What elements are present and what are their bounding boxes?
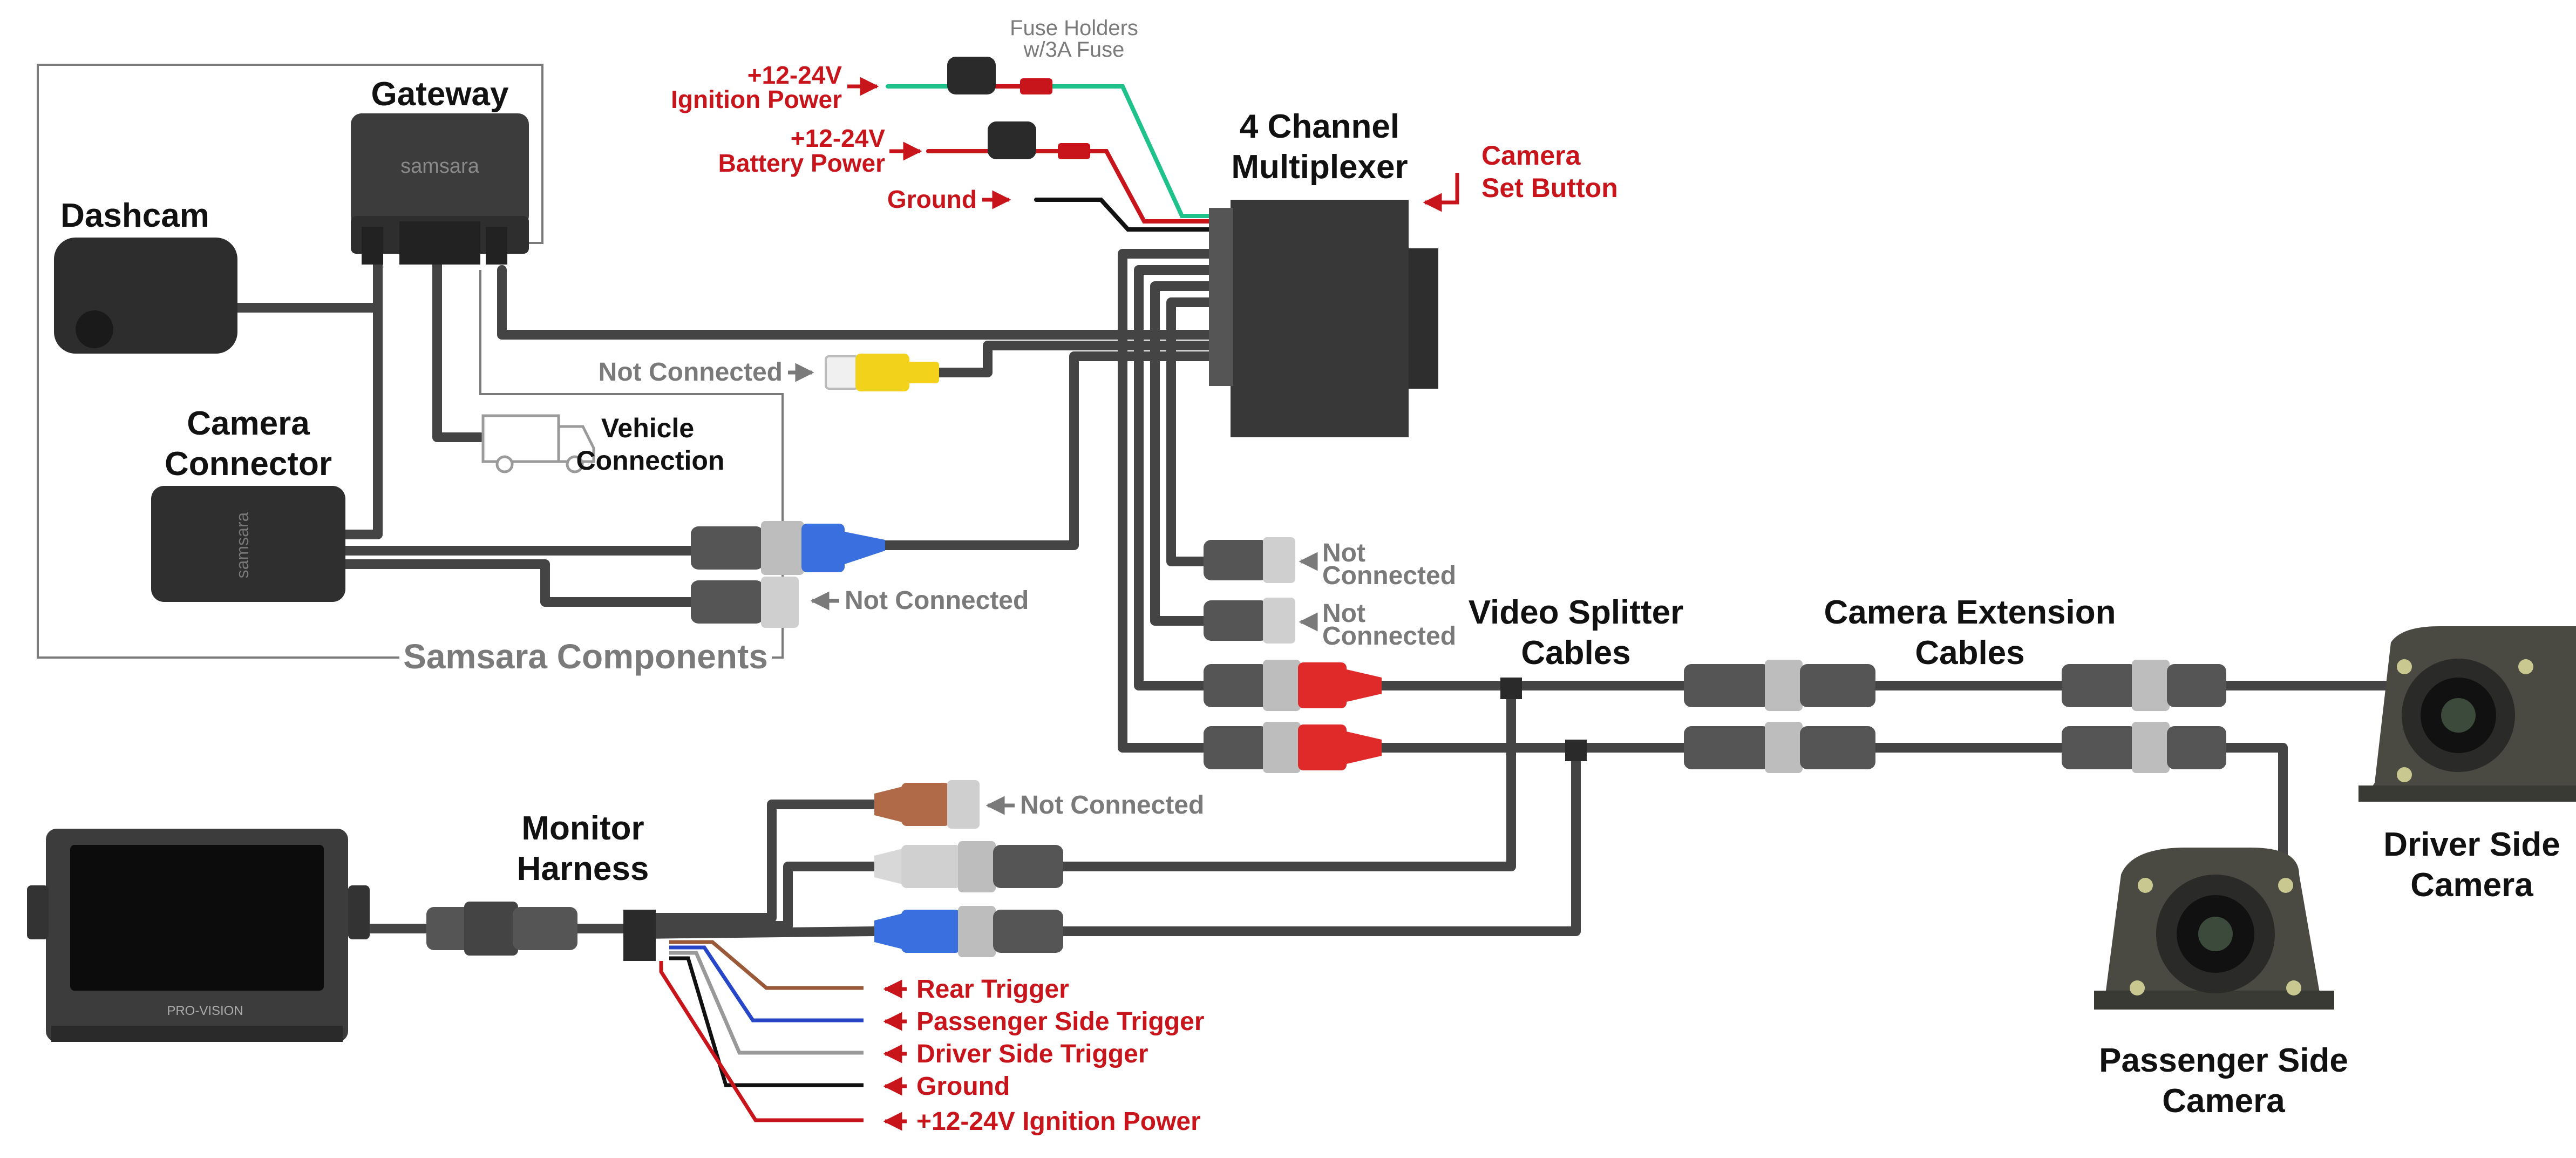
video-splitter-label-2: Cables [1521,634,1630,672]
fuse-holders-label-2: w/3A Fuse [1023,38,1125,62]
blue-connector [691,521,885,575]
fuse-holder-battery [988,121,1090,159]
camera-connector-label-2: Connector [165,445,332,483]
white-connector [874,841,1063,892]
set-button-label-1: Camera [1481,140,1581,171]
multiplexer-device [1209,200,1438,437]
passenger-side-camera [2094,848,2334,1010]
set-button-label-2: Set Button [1481,173,1618,203]
camera-extension-label-2: Cables [1915,634,2024,672]
multiplexer-label-2: Multiplexer [1231,148,1408,186]
ground-bottom-label: Ground [916,1072,1010,1101]
rear-trigger-label: Rear Trigger [916,975,1069,1004]
extension-connector-4 [2062,722,2226,773]
driver-camera-label-1: Driver Side [2383,826,2560,863]
gateway-brand: samsara [400,155,480,178]
red-connector-passenger [1204,722,1382,773]
dashcam-device [54,238,237,354]
gateway-label: Gateway [371,76,509,113]
fuse-holder-ignition [947,57,1052,94]
gray-connector-not-connected [691,577,799,628]
trigger-arrows [883,979,907,1131]
monitor-device: PRO-VISION [27,829,370,1042]
not-connected-b-label-1: Not [1322,599,1365,628]
not-connected-a-label-2: Connected [1322,561,1456,590]
passenger-camera-label-1: Passenger Side [2099,1042,2348,1079]
brown-connector [874,780,980,829]
driver-trigger-label: Driver Side Trigger [916,1040,1148,1068]
not-connected-yellow-label: Not Connected [599,358,783,387]
ignition-power-label-1: +12-24V [747,61,842,89]
camera-connector-label-1: Camera [187,405,310,442]
mux-output-a-not-connected [1204,537,1295,583]
monitor-inline-connector [426,902,577,956]
extension-connector-2 [1684,722,1875,773]
ground-top-label: Ground [887,185,977,213]
not-connected-gray-label: Not Connected [845,586,1029,615]
camera-connector-device: samsara [151,486,345,602]
gateway-device: samsara [351,113,529,265]
harness-trigger-wires [659,940,864,1122]
monitor-harness-label-2: Harness [517,850,649,888]
splitter-junction-driver [1500,678,1522,699]
red-connector-driver [1204,660,1382,711]
extension-connector-3 [2062,660,2226,711]
monitor-brand: PRO-VISION [167,1004,243,1018]
ignition-bottom-label: +12-24V Ignition Power [916,1107,1201,1136]
video-splitter-label-1: Video Splitter [1469,594,1684,631]
splitter-junction-passenger [1565,740,1587,761]
not-connected-brown-label: Not Connected [1020,791,1204,820]
samsara-components-label: Samsara Components [403,637,768,676]
not-connected-b-label-2: Connected [1322,622,1456,651]
vehicle-icon [481,414,595,473]
multiplexer-label-1: 4 Channel [1240,108,1399,145]
ignition-power-label-2: Ignition Power [671,85,842,113]
monitor-harness-block [623,910,656,961]
battery-power-label-1: +12-24V [791,124,886,152]
blue-harness-connector [874,906,1063,957]
not-connected-a-label-1: Not [1322,539,1365,567]
driver-camera-label-2: Camera [2410,866,2533,904]
passenger-trigger-label: Passenger Side Trigger [916,1007,1205,1036]
dashcam-label: Dashcam [60,197,209,234]
camera-extension-label-1: Camera Extension [1824,594,2116,631]
monitor-harness-label-1: Monitor [521,810,644,847]
vehicle-label-1: Vehicle [601,413,694,443]
yellow-rca-connector [825,354,939,391]
mux-output-b-not-connected [1204,598,1295,644]
samsara-components-bracket [37,64,543,659]
battery-power-label-2: Battery Power [718,149,885,177]
driver-side-camera [2358,626,2576,802]
fuse-holders-label-1: Fuse Holders [1010,16,1138,40]
passenger-camera-label-2: Camera [2162,1082,2285,1120]
vehicle-label-2: Connection [576,445,725,476]
connector-brand: samsara [233,512,252,578]
extension-connector-1 [1684,660,1875,711]
